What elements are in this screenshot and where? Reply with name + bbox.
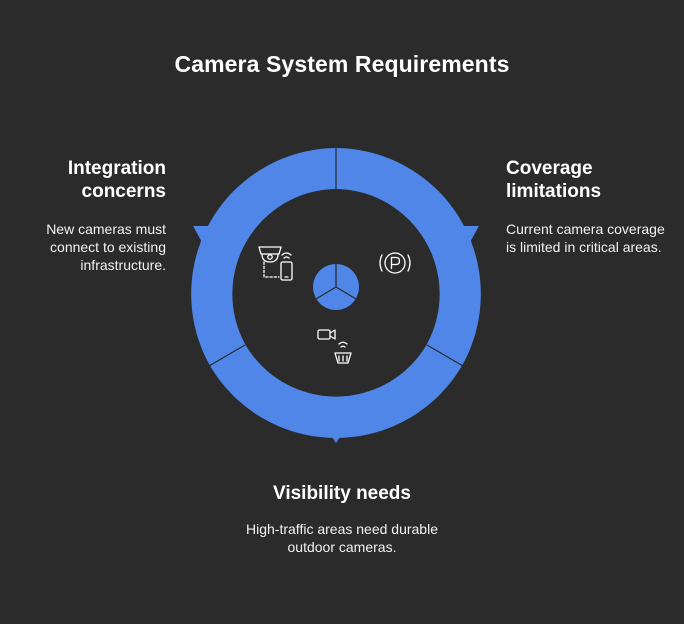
divider-left [208,344,246,367]
label-coverage: Coverage limitations [506,157,676,203]
arrow-tip-visibility [326,428,346,443]
label-integration-text: Integration concerns [67,158,166,202]
center-hub-dividers [315,264,357,300]
parking-sign-icon [379,252,411,274]
desc-visibility: High-traffic areas need durable outdoor … [246,521,438,555]
divider-right [426,344,464,367]
desc-integration: New cameras must connect to existing inf… [46,221,166,273]
connected-camera-icon [258,246,293,281]
ring-segment-coverage [336,148,481,365]
arrow-tip-coverage [459,226,479,244]
ring-segment-visibility [209,344,463,438]
label-coverage-text: Coverage limitations [506,158,602,202]
ring-segment-integration [191,148,336,365]
label-visibility: Visibility needs [273,483,411,504]
label-integration: Integration concerns [20,157,166,203]
arrow-tip-integration [193,226,213,244]
outdoor-camera-icon [317,329,352,364]
diagram-title: Camera System Requirements [174,51,510,77]
desc-coverage: Current camera coverage is limited in cr… [506,221,665,255]
